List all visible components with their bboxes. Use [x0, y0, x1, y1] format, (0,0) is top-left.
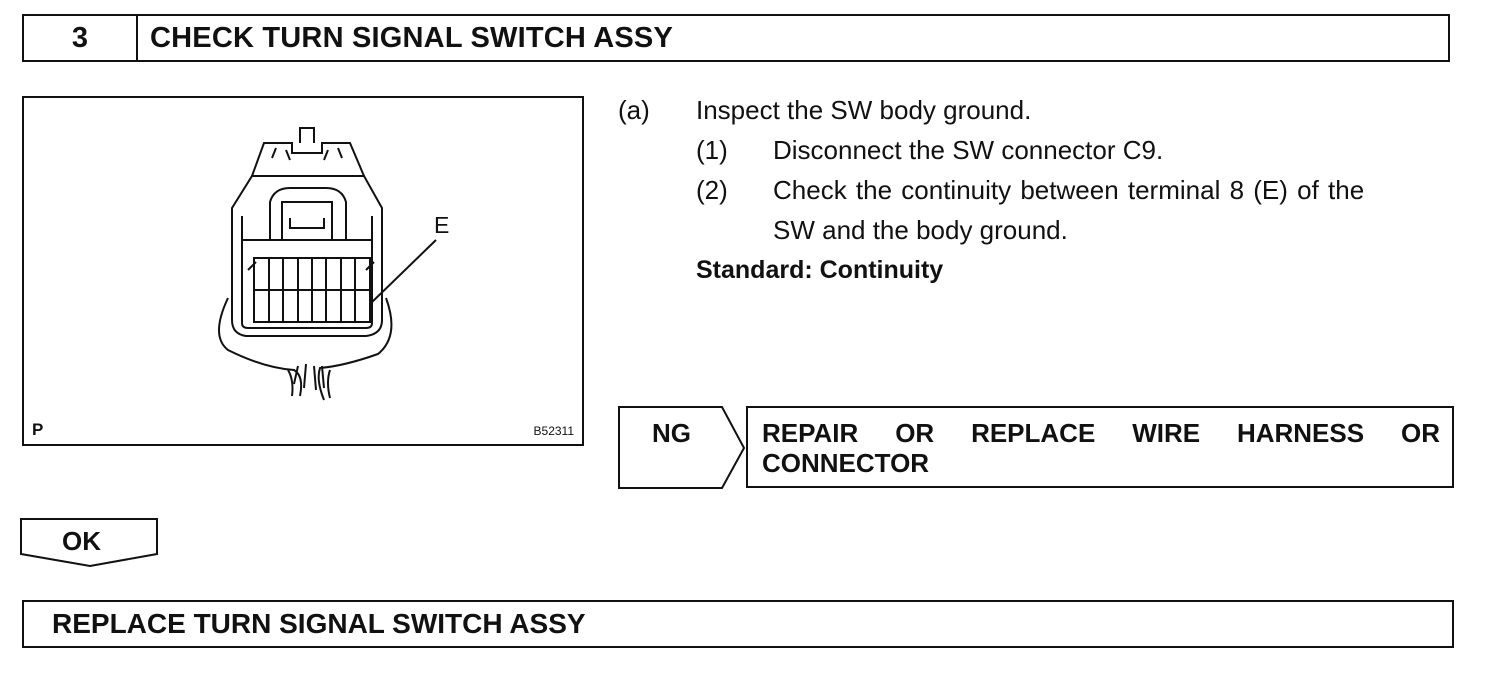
- ng-label: NG: [652, 418, 691, 448]
- substep-2-text-line2: SW and the body ground.: [773, 215, 1068, 245]
- final-action-text: REPLACE TURN SIGNAL SWITCH ASSY: [52, 608, 586, 639]
- substep-2-label: (2): [696, 175, 728, 205]
- ng-word: OR: [895, 418, 935, 448]
- substep-1-text: Disconnect the SW connector C9.: [773, 135, 1164, 165]
- ng-word: REPLACE: [971, 418, 1096, 448]
- substep-2-text-line1: Check the continuity between terminal 8 …: [773, 175, 1365, 205]
- ng-result-line2: CONNECTOR: [762, 448, 930, 478]
- figure-code: B52311: [533, 424, 574, 438]
- ng-word: OR: [1400, 418, 1440, 448]
- substep-1-label: (1): [696, 135, 728, 165]
- standard-value: Standard: Continuity: [696, 256, 944, 284]
- step-header: 3 CHECK TURN SIGNAL SWITCH ASSY: [22, 14, 1450, 62]
- step-number: 3: [24, 16, 138, 60]
- figure-corner-label: P: [32, 420, 44, 439]
- step-title: CHECK TURN SIGNAL SWITCH ASSY: [150, 21, 673, 54]
- ng-word: REPAIR: [762, 418, 859, 448]
- connector-figure: E P B52311: [22, 96, 584, 446]
- ok-arrow-tag: [20, 518, 158, 568]
- ok-label: OK: [62, 526, 101, 556]
- step-a-label: (a): [618, 95, 650, 125]
- final-action-box: REPLACE TURN SIGNAL SWITCH ASSY: [22, 600, 1454, 648]
- ng-arrow-tag: [618, 406, 746, 489]
- ng-word: WIRE: [1132, 418, 1201, 448]
- ng-word: HARNESS: [1236, 418, 1365, 448]
- step-a-text: Inspect the SW body ground.: [696, 95, 1032, 125]
- terminal-e-callout: E: [434, 212, 450, 238]
- connector-illustration: [218, 127, 437, 401]
- ng-result-line1: REPAIR OR REPLACE WIRE HARNESS OR: [762, 418, 1440, 448]
- ng-result-box: REPAIR OR REPLACE WIRE HARNESS OR CONNEC…: [746, 406, 1454, 488]
